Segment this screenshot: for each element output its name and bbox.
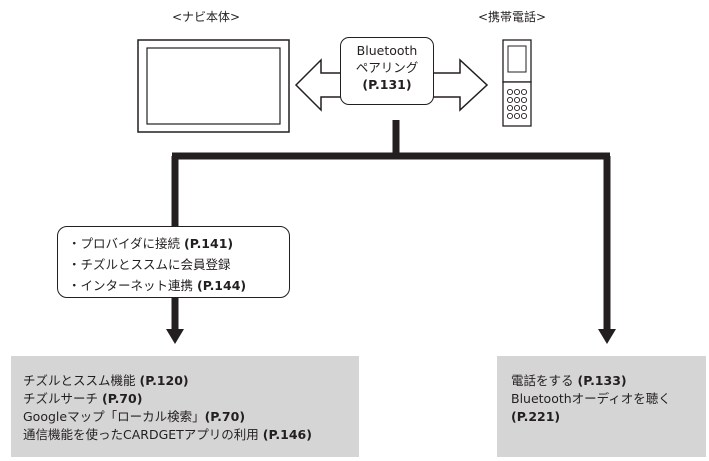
bluetooth-pairing-box: Bluetooth ペアリング (P.131): [340, 37, 434, 105]
flow-connectors: [171, 120, 611, 330]
mobile-phone-icon: [502, 39, 532, 127]
arrowhead-right: [598, 329, 616, 344]
pairing-label: ペアリング: [355, 60, 419, 75]
feature-item: チズルとススム機能 (P.120): [23, 373, 189, 388]
feature-item: Bluetoothオーディオを聴く: [511, 391, 671, 406]
navi-unit-icon: [137, 39, 290, 133]
feature-item: Googleマップ「ローカル検索」(P.70): [23, 409, 246, 424]
navi-unit-label: <ナビ本体>: [172, 10, 241, 24]
feature-item: (P.221): [511, 409, 561, 424]
communication-features-box: チズルとススム機能 (P.120) チズルサーチ (P.70) Googleマッ…: [11, 356, 359, 457]
setup-item: ・チズルとススムに会員登録: [68, 257, 231, 272]
arrowhead-left: [166, 329, 184, 344]
feature-item: 電話をする (P.133): [511, 373, 627, 388]
setup-item: ・インターネット連携 (P.144): [68, 278, 247, 293]
pairing-page-ref: (P.131): [362, 77, 412, 92]
mobile-phone-label: <携帯電話>: [478, 10, 547, 24]
setup-steps-box: ・プロバイダに接続 (P.141) ・チズルとススムに会員登録 ・インターネット…: [57, 226, 290, 298]
feature-item: チズルサーチ (P.70): [23, 391, 143, 406]
phone-features-box: 電話をする (P.133) Bluetoothオーディオを聴く (P.221): [497, 356, 706, 457]
bluetooth-label: Bluetooth: [356, 43, 418, 58]
feature-item: 通信機能を使ったCARDGETアプリの利用 (P.146): [23, 427, 312, 442]
setup-item: ・プロバイダに接続 (P.141): [68, 236, 234, 251]
